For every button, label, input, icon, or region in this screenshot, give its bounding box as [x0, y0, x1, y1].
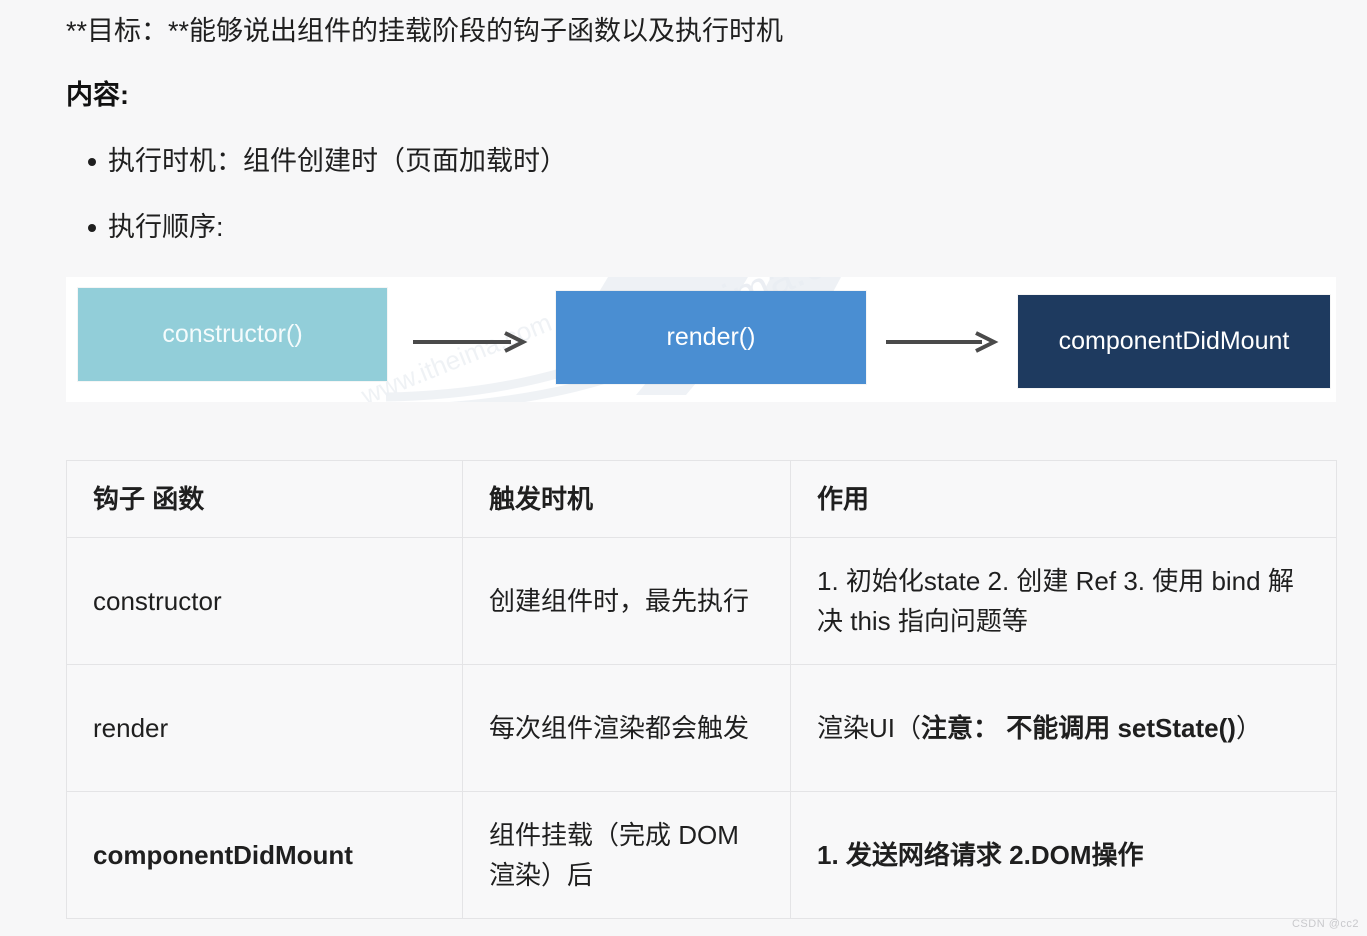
- list-item-label: 执行时机：组件创建时（页面加载时）: [108, 146, 567, 176]
- cell-timing: 组件挂载（完成 DOM渲染）后: [462, 791, 791, 919]
- cell-timing: 每次组件渲染都会触发: [462, 664, 791, 792]
- flow-box-label: constructor(): [162, 320, 303, 348]
- bullet-dot-icon: [88, 158, 96, 166]
- csdn-attribution: CSDN @cc2: [1291, 918, 1359, 930]
- cell-timing: 创建组件时，最先执行: [462, 537, 791, 665]
- column-header-timing: 触发时机: [462, 460, 791, 538]
- column-header-purpose: 作用: [790, 460, 1337, 538]
- cell-purpose: 1. 发送网络请求 2.DOM操作: [790, 791, 1337, 919]
- table-row: componentDidMount 组件挂载（完成 DOM渲染）后 1. 发送网…: [66, 791, 1337, 919]
- cell-purpose: 渲染UI（注意： 不能调用 setState()）: [790, 664, 1337, 792]
- goal-line: **目标：**能够说出组件的挂载阶段的钩子函数以及执行时机: [66, 16, 784, 46]
- lifecycle-flow-diagram: itheima.com www.itheima.com constructor(…: [66, 277, 1336, 402]
- column-header-hook: 钩子 函数: [66, 460, 463, 538]
- flow-box-render: render(): [556, 291, 866, 384]
- flow-box-constructor: constructor(): [78, 288, 387, 381]
- table-header-row: 钩子 函数 触发时机 作用: [66, 460, 1337, 538]
- bullet-list: 执行时机：组件创建时（页面加载时） 执行顺序:: [66, 144, 567, 276]
- purpose-suffix: ）: [1235, 713, 1262, 743]
- arrow-right-icon: [413, 331, 528, 353]
- cell-hook: render: [66, 664, 463, 792]
- cell-purpose: 1. 初始化state 2. 创建 Ref 3. 使用 bind 解决 this…: [790, 537, 1337, 665]
- table-row: constructor 创建组件时，最先执行 1. 初始化state 2. 创建…: [66, 537, 1337, 665]
- flow-box-component-did-mount: componentDidMount: [1018, 295, 1330, 388]
- purpose-prefix: 渲染UI（: [817, 713, 922, 743]
- lifecycle-hooks-table: 钩子 函数 触发时机 作用 constructor 创建组件时，最先执行 1. …: [66, 460, 1337, 919]
- cell-hook: constructor: [66, 537, 463, 665]
- list-item: 执行时机：组件创建时（页面加载时）: [66, 144, 567, 178]
- arrow-right-icon: [886, 331, 999, 353]
- bullet-dot-icon: [88, 224, 96, 232]
- list-item-label: 执行顺序:: [108, 212, 224, 242]
- flow-box-label: componentDidMount: [1058, 327, 1290, 355]
- purpose-emphasis: 注意： 不能调用 setState(): [921, 713, 1236, 743]
- list-item: 执行顺序:: [66, 210, 567, 244]
- flow-boxes-container: constructor() render() componentDidMount: [66, 277, 1336, 402]
- content-heading: 内容:: [66, 80, 129, 110]
- table-row: render 每次组件渲染都会触发 渲染UI（注意： 不能调用 setState…: [66, 664, 1337, 792]
- flow-box-label: render(): [666, 323, 756, 351]
- cell-hook: componentDidMount: [66, 791, 463, 919]
